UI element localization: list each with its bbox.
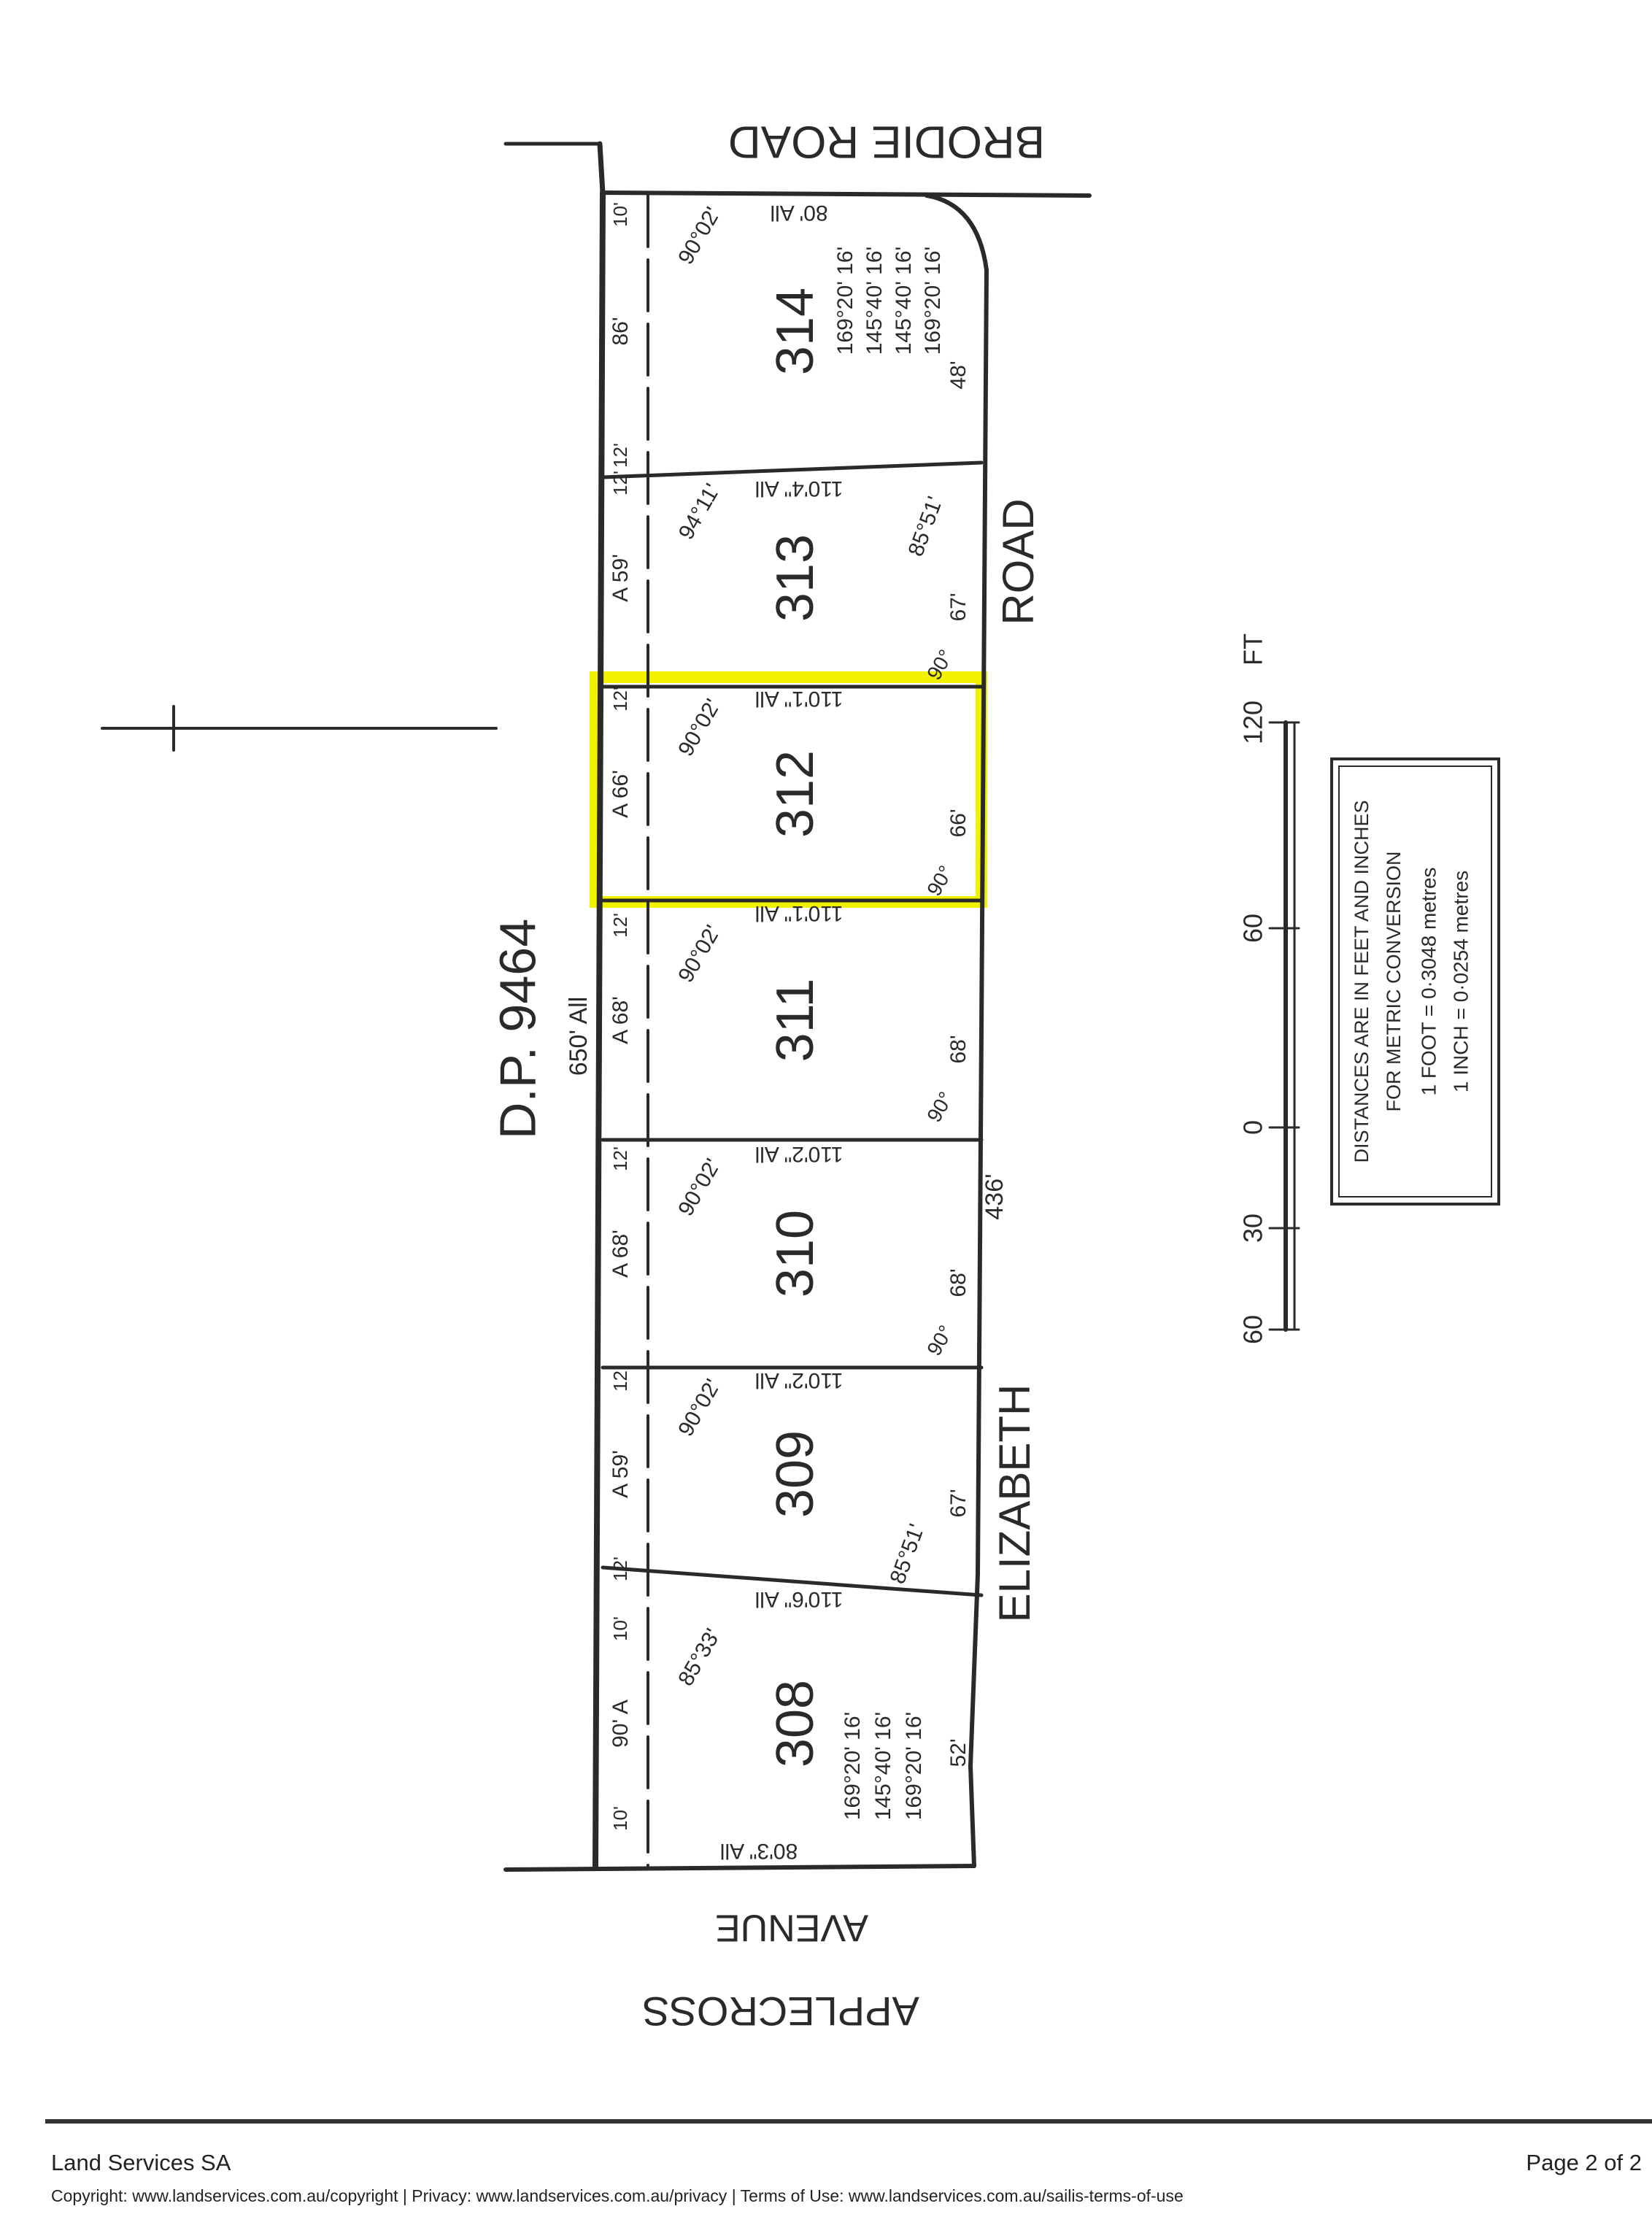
lot-depth-dimension: 110'1" All	[755, 901, 844, 925]
corner-angle-label: 145°40' 16'	[892, 247, 916, 355]
scale-unit-label: FT	[1238, 633, 1268, 666]
lot-depth-dimension: 80'3" All	[720, 1839, 798, 1863]
lot-rear-dimension: 86'	[609, 317, 633, 345]
road-corner-line	[597, 141, 606, 196]
lot-rear-dimension: A 68'	[609, 1230, 633, 1278]
lot-side-dimension: 10'	[609, 1616, 631, 1641]
legend-border-inner	[1338, 765, 1492, 1198]
lot-side-dimension: 10'	[609, 202, 631, 227]
rear-boundary	[593, 190, 606, 1869]
survey-plan: BRODIE ROAD ROAD ELIZABETH AVENUE APPLECROSS…	[101, 117, 1500, 2035]
lot-frontage: 68'	[946, 1035, 970, 1063]
lot-side-dimension: 12'	[609, 471, 631, 495]
lot-depth-dimension: 110'1" All	[755, 687, 844, 711]
lot-number-308: 308	[766, 1680, 825, 1767]
lot-depth-dimension: 110'2" All	[755, 1368, 844, 1392]
lot-side-dimension: 12'	[609, 687, 631, 711]
corner-angle-label: 145°40' 16'	[862, 247, 887, 355]
road-label-brodie-road: BRODIE ROAD	[728, 117, 1045, 167]
lot-angle: 85°51'	[886, 1521, 930, 1587]
scale-label: 0	[1238, 1120, 1268, 1135]
lot-side-dimension: 10'	[609, 1806, 631, 1831]
road-label-elizabeth: ELIZABETH	[990, 1384, 1039, 1623]
total-depth-label: 650' All	[565, 997, 593, 1076]
frontage-total-label: 436'	[981, 1173, 1008, 1219]
legend-border	[1330, 757, 1500, 1206]
lot-side-dimension: 12'	[609, 1557, 631, 1581]
lot-frontage: 48'	[946, 360, 970, 389]
lot-rear-dimension: A 59'	[609, 1450, 633, 1498]
lot-depth-dimension: 110'2" All	[755, 1142, 844, 1166]
lot-angle: 90°	[922, 1322, 957, 1360]
footer-copyright: Copyright: www.landservices.com.au/copyr…	[51, 2186, 1184, 2205]
lot-number-312: 312	[766, 750, 825, 838]
lot-rear-dimension: A 59'	[609, 554, 633, 602]
lot-depth-dimension: 110'6" All	[755, 1587, 844, 1611]
lot-number-309: 309	[766, 1430, 825, 1518]
lot-number-314: 314	[766, 288, 825, 375]
lot-angle: 90°02'	[673, 1375, 725, 1441]
brodie-road-boundary	[601, 190, 1092, 198]
lot-angle: 90°02'	[673, 921, 725, 987]
lot-angle: 85°33'	[673, 1624, 725, 1690]
lot-divider	[601, 1565, 984, 1597]
corner-angle-label: 145°40' 16'	[871, 1712, 895, 1821]
lot-angle: 90°	[922, 862, 957, 900]
scale-label: 60	[1238, 914, 1268, 943]
lot-angle: 90°	[922, 1088, 957, 1126]
scale-label: 60	[1238, 1315, 1268, 1344]
legend-text: DISTANCES ARE IN FEET AND INCHES	[1351, 800, 1373, 1162]
lot-divider	[601, 460, 984, 479]
lot-frontage: 67'	[946, 1489, 970, 1517]
lot-side-dimension: 12'	[609, 443, 631, 468]
road-label-road: ROAD	[994, 498, 1043, 625]
lot-side-dimension: 12'	[609, 913, 631, 938]
lot-angle: 90°02'	[673, 203, 725, 269]
road-label-avenue: AVENUE	[715, 1906, 868, 1948]
elizabeth-road-boundary	[925, 193, 989, 1868]
corner-angle-label: 169°20' 16'	[902, 1712, 926, 1821]
lot-rear-dimension: A 66'	[609, 770, 633, 818]
legend-text: 1 FOOT = 0·3048 metres	[1417, 867, 1440, 1095]
lot-angle: 90°02'	[673, 695, 725, 760]
lot-angle: 90°02'	[673, 1154, 725, 1220]
corner-angle-label: 169°20' 16'	[921, 247, 945, 355]
road-label-applecross: APPLECROSS	[642, 1989, 919, 2035]
lot-frontage: 67'	[946, 593, 970, 621]
lot-side-dimension: 12'	[609, 1146, 631, 1171]
footer-divider	[45, 2119, 1652, 2124]
lot-frontage: 68'	[946, 1268, 970, 1297]
lot-number-313: 313	[766, 534, 825, 622]
lot-rear-dimension: A 68'	[609, 996, 633, 1044]
lot-side-dimension: 12'	[609, 1367, 631, 1392]
corner-angle-label: 169°20' 16'	[841, 1712, 865, 1821]
legend-text: FOR METRIC CONVERSION	[1383, 851, 1405, 1111]
lot-number-311: 311	[766, 979, 825, 1062]
lot-number-310: 310	[766, 1210, 825, 1297]
footer-organization: Land Services SA	[51, 2150, 231, 2175]
scale-label: 120	[1238, 701, 1268, 744]
lot-rear-dimension: 90' A	[609, 1700, 633, 1748]
deposited-plan-label: D.P. 9464	[489, 919, 546, 1139]
applecross-avenue-boundary	[503, 1864, 976, 1872]
lot-frontage: 66'	[946, 809, 970, 837]
page-number: Page 2 of 2	[1526, 2150, 1642, 2175]
lot-angle: 94°11'	[674, 479, 725, 544]
scale-label: 30	[1238, 1214, 1268, 1243]
lot-frontage: 52'	[946, 1738, 970, 1767]
lot-angle: 85°51'	[904, 493, 948, 560]
lot-depth-dimension: 110'4" All	[755, 477, 844, 501]
corner-angle-label: 169°20' 16'	[833, 247, 857, 355]
lot-depth-dimension: 80' All	[770, 201, 827, 225]
legend-text: 1 INCH = 0·0254 metres	[1449, 871, 1472, 1092]
